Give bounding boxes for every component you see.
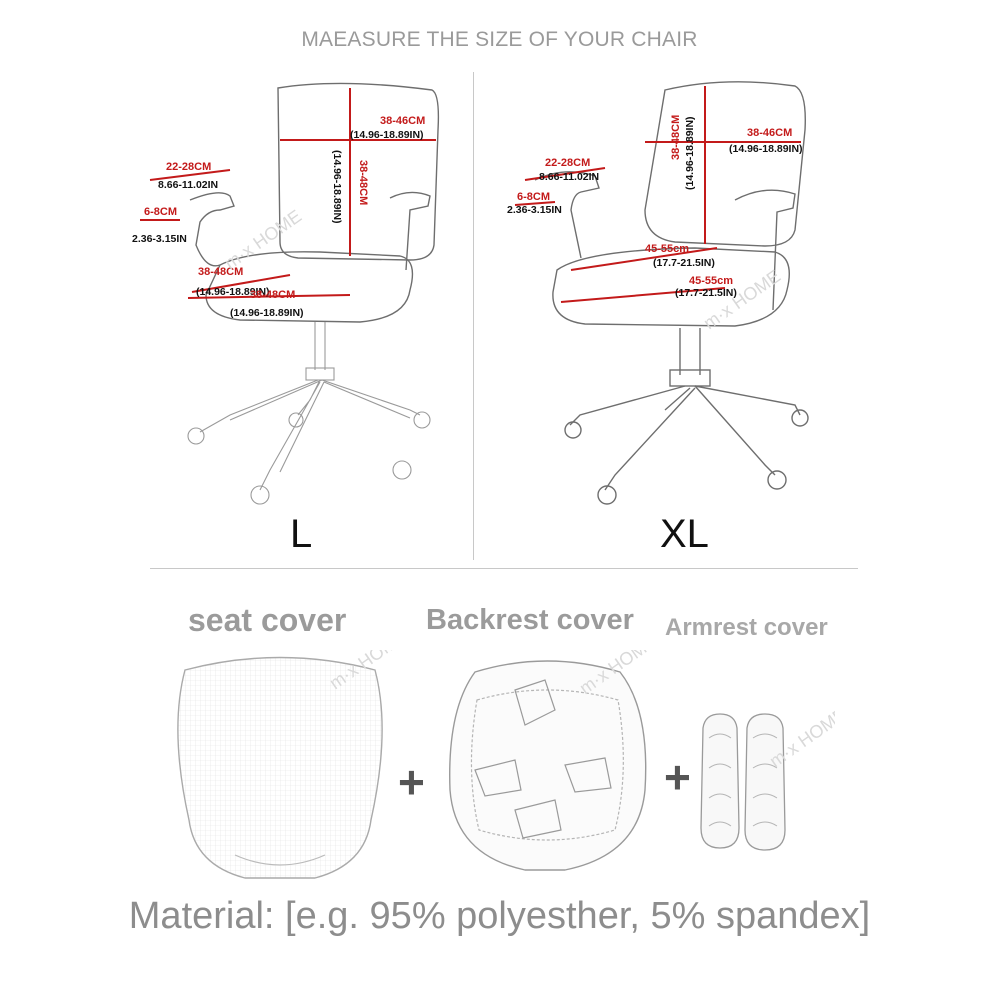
backrest-cover-label: Backrest cover xyxy=(426,604,634,636)
watermark-l: m·x HOME xyxy=(221,206,305,273)
xl-seat-width-cm: 45-55cm xyxy=(689,275,733,287)
xl-back-height-cm: 38-48CM xyxy=(670,115,682,160)
l-arm-height-in: 2.36-3.15IN xyxy=(132,233,187,245)
l-seat-depth-in: (14.96-18.89IN) xyxy=(196,286,270,298)
vertical-divider xyxy=(473,72,474,560)
xl-seat-width-in: (17.7-21.5IN) xyxy=(675,287,737,299)
xl-back-width-cm: 38-46CM xyxy=(747,127,792,139)
l-seat-width-cm: 38-48CM xyxy=(250,289,295,301)
xl-seat-depth-cm: 45-55cm xyxy=(645,243,689,255)
xl-arm-width-in: 8.66-11.02IN xyxy=(539,171,599,183)
page-title: MAEASURE THE SIZE OF YOUR CHAIR xyxy=(301,28,698,51)
xl-back-height-in: (14.96-18.89IN) xyxy=(684,116,696,190)
chair-l-illustration: 38-46CM (14.96-18.89IN) 38-48CM (14.96-1… xyxy=(132,82,440,505)
chair-xl-illustration: 38-46CM (14.96-18.89IN) 38-48CM (14.96-1… xyxy=(507,81,809,505)
horizontal-divider xyxy=(150,568,858,569)
backrest-cover-image: m·x HOME xyxy=(449,650,660,871)
xl-arm-height-in: 2.36-3.15IN xyxy=(507,204,562,216)
size-xl-label: XL xyxy=(660,512,709,556)
l-arm-width-in: 8.66-11.02IN xyxy=(158,179,218,191)
armrest-cover-label: Armrest cover xyxy=(665,614,828,641)
xl-seat-depth-in: (17.7-21.5IN) xyxy=(653,257,715,269)
l-seat-width-in: (14.96-18.89IN) xyxy=(230,307,304,319)
xl-arm-height-cm: 6-8CM xyxy=(517,191,550,203)
armrest-cover-image: m·x HOME xyxy=(700,708,835,851)
plus-sign-2: + xyxy=(664,751,691,803)
plus-sign-1: + xyxy=(398,756,425,808)
l-back-width-in: (14.96-18.89IN) xyxy=(350,129,424,141)
l-back-width-cm: 38-46CM xyxy=(380,115,425,127)
l-back-height-in: (14.96-18.89IN) xyxy=(331,150,343,224)
material-text: Material: [e.g. 95% polyesther, 5% spand… xyxy=(128,895,871,937)
seat-cover-label: seat cover xyxy=(188,602,347,638)
xl-back-width-in: (14.96-18.89IN) xyxy=(729,143,803,155)
seat-cover-image: m·x HOME xyxy=(177,650,395,879)
xl-arm-width-cm: 22-28CM xyxy=(545,157,590,169)
l-arm-height-cm: 6-8CM xyxy=(144,206,177,218)
size-l-label: L xyxy=(290,512,313,556)
l-back-height-cm: 38-48CM xyxy=(357,160,369,205)
l-seat-depth-cm: 38-48CM xyxy=(198,266,243,278)
l-arm-width-cm: 22-28CM xyxy=(166,161,211,173)
